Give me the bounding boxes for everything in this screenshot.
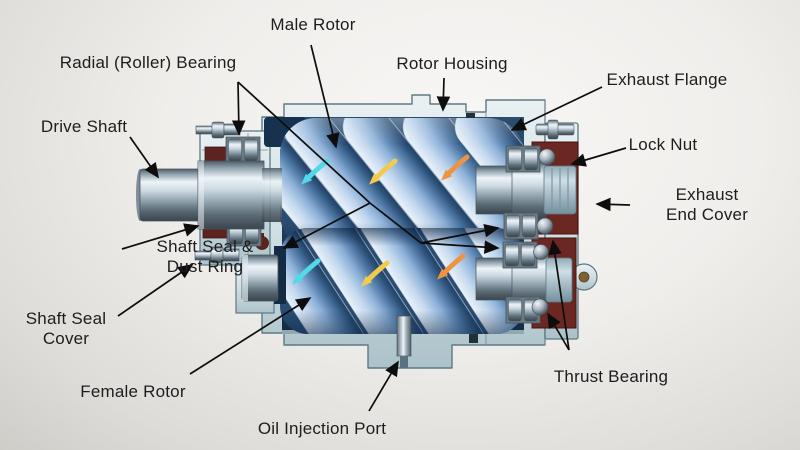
oil-injection-port-part — [396, 315, 412, 368]
label-shaft-seal-cover: Shaft Seal Cover — [25, 308, 107, 348]
label-drive-shaft: Drive Shaft — [40, 116, 128, 136]
label-rotor-housing: Rotor Housing — [396, 53, 508, 73]
label-thrust-bearing: Thrust Bearing — [553, 366, 669, 386]
label-radial-roller-bearing: Radial (Roller) Bearing — [59, 52, 237, 72]
label-female-rotor: Female Rotor — [80, 381, 186, 401]
drive-end-bottom-fitting — [194, 246, 240, 264]
callout-exhaust-flange — [510, 86, 603, 131]
callout-rotor-housing — [436, 77, 451, 112]
radial-bearing-exhaust-female-top — [502, 241, 538, 269]
callout-female-rotor — [189, 297, 312, 375]
lock-nut-part — [543, 165, 577, 215]
label-exhaust-end-cover: Exhaust End Cover — [665, 184, 749, 224]
callout-male-rotor — [310, 44, 340, 149]
radial-bearing-exhaust-male-bottom — [503, 212, 539, 240]
callout-oil-injection-port — [368, 360, 399, 412]
callout-radial-bearing-tree — [231, 81, 500, 254]
label-male-rotor: Male Rotor — [270, 14, 356, 34]
callout-shaft-seal-dust-ring — [121, 223, 200, 250]
label-shaft-seal-dust-ring: Shaft Seal & Dust Ring — [156, 236, 254, 276]
callout-lock-nut — [570, 147, 627, 167]
top-fitting-collar — [547, 119, 559, 140]
callout-drive-shaft — [129, 136, 159, 179]
thrust-bearing-balls — [531, 148, 556, 316]
housing-notch-bottom — [469, 331, 478, 343]
drive-shaft-part — [136, 160, 282, 230]
female-front-bearing-stub — [241, 254, 279, 302]
radial-bearing-exhaust-male-top — [505, 145, 541, 173]
label-oil-injection-port: Oil Injection Port — [257, 418, 387, 438]
callout-thrust-bearing-tree — [547, 239, 570, 351]
callout-exhaust-end-cover — [595, 197, 631, 212]
radial-bearing-drive-top — [225, 136, 261, 164]
callout-shaft-seal-cover — [117, 264, 194, 317]
bolt-hole — [578, 271, 590, 283]
label-exhaust-flange: Exhaust Flange — [606, 69, 728, 89]
label-lock-nut: Lock Nut — [628, 134, 698, 154]
callout-lines — [117, 44, 631, 412]
